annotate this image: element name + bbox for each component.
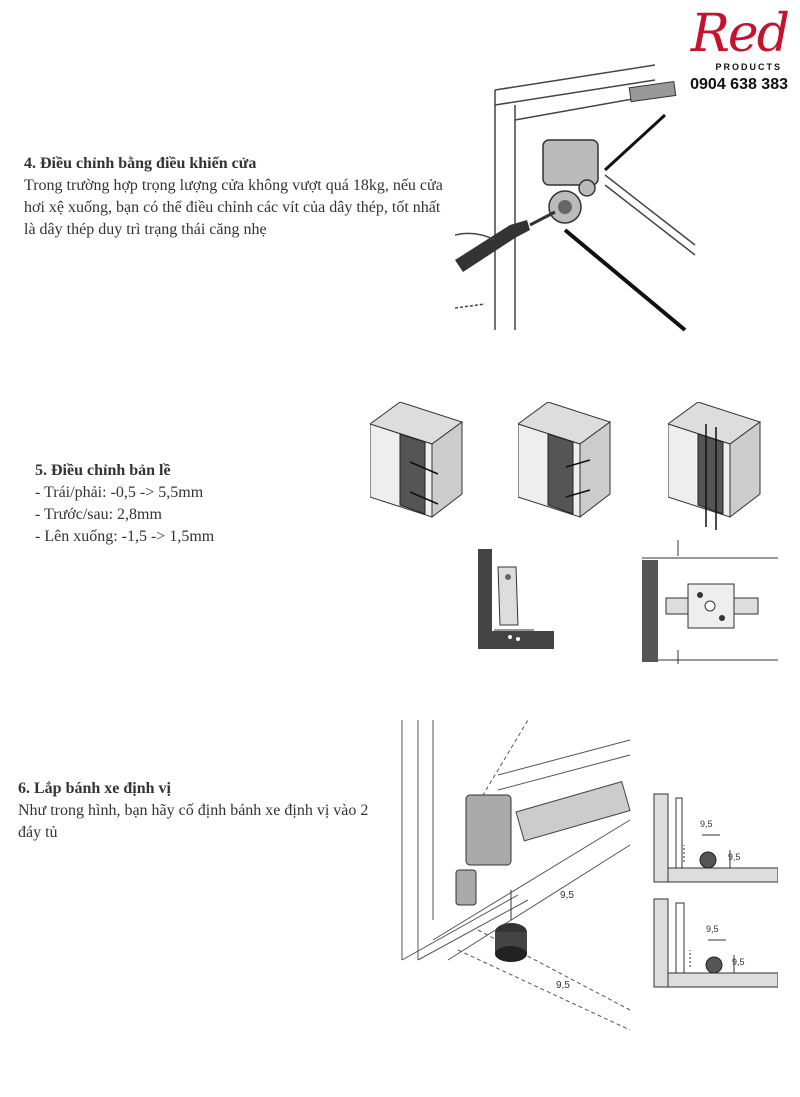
hinge-adjust-cube-1	[370, 402, 464, 519]
section-6-text: 6. Lắp bánh xe định vị Như trong hình, b…	[18, 778, 383, 844]
section-5-title: 5. Điều chỉnh bản lề	[35, 462, 171, 479]
dim-label: 9,5	[732, 957, 745, 967]
section-4-body: Trong trường hợp trọng lượng cửa không v…	[24, 177, 443, 238]
wheel-detail-top: 9,5 9,5	[650, 790, 778, 885]
dim-label: 9,5	[556, 980, 570, 991]
dim-label: 9,5	[706, 924, 719, 934]
section-5-list: - Trái/phải: -0,5 -> 5,5mm - Trước/sau: …	[35, 482, 365, 548]
section-6-body: Như trong hình, bạn hãy cố định bánh xe …	[18, 802, 369, 841]
brand-logo: Red PRODUCTS 0904 638 383	[658, 4, 790, 96]
brand-tagline: PRODUCTS	[715, 62, 782, 72]
list-item: - Trái/phải: -0,5 -> 5,5mm	[35, 484, 204, 501]
section-6-title: 6. Lắp bánh xe định vị	[18, 780, 171, 797]
positioning-wheel-illustration: 9,5 9,5	[401, 720, 631, 1031]
dim-label: 9,5	[728, 852, 741, 862]
hinge-top-view	[642, 540, 778, 664]
section-5-text: 5. Điều chỉnh bản lề - Trái/phải: -0,5 -…	[35, 460, 365, 548]
hinge-side-view	[478, 549, 554, 649]
brand-phone: 0904 638 383	[690, 76, 788, 93]
hinge-adjust-cube-3	[668, 402, 762, 530]
section-4-title: 4. Điều chỉnh bằng điều khiển cửa	[24, 155, 257, 172]
brand-logo-text: Red	[690, 4, 790, 64]
door-control-illustration	[455, 64, 696, 332]
section-4-text: 4. Điều chỉnh bằng điều khiển cửa Trong …	[24, 153, 454, 241]
dim-label: 9,5	[700, 819, 713, 829]
dim-label: 9,5	[560, 890, 574, 901]
wheel-detail-bottom: 9,5 9,5	[650, 895, 778, 990]
list-item: - Trước/sau: 2,8mm	[35, 506, 162, 523]
list-item: - Lên xuống: -1,5 -> 1,5mm	[35, 528, 215, 545]
hinge-adjust-cube-2	[518, 402, 612, 519]
